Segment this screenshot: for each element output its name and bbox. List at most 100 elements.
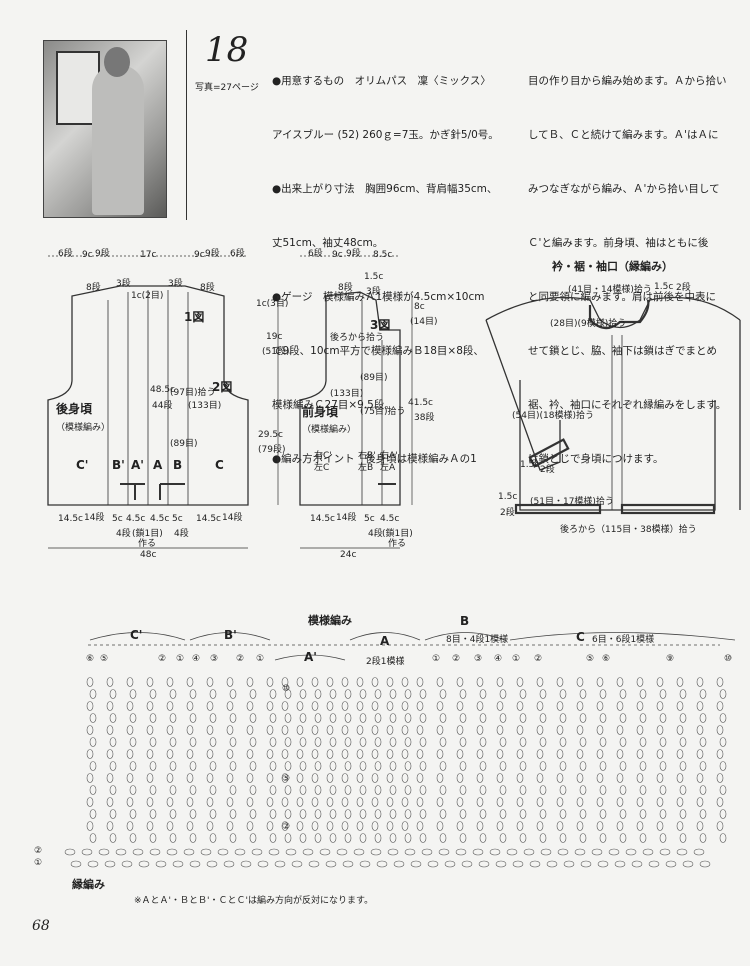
- row-number-label: ②: [282, 822, 291, 832]
- stitch-symbol: [719, 833, 727, 843]
- back-top-dim: 9c: [82, 250, 93, 260]
- mid-dim: (89目): [170, 439, 198, 449]
- stitch-symbol: [344, 713, 352, 723]
- bottom-dim: 14段: [222, 513, 243, 523]
- stitch-symbol: [356, 797, 364, 807]
- edge-stitch-symbol: [410, 860, 422, 868]
- edge-stitch-symbol: [359, 860, 371, 868]
- stitch-symbol: [404, 785, 412, 795]
- edge-stitch-symbol: [217, 848, 229, 856]
- stitch-symbol: [371, 749, 379, 759]
- stitch-symbol: [719, 713, 727, 723]
- stitch-symbol: [249, 785, 257, 795]
- stitch-symbol: [374, 809, 382, 819]
- stitch-symbol: [389, 833, 397, 843]
- stitch-symbol: [699, 785, 707, 795]
- edge-stitch-symbol: [138, 860, 150, 868]
- stitch-symbol: [109, 689, 117, 699]
- stitch-symbol: [314, 809, 322, 819]
- stitch-symbol: [579, 689, 587, 699]
- instruction-line: と同要領に編みます。肩は前後を中表に: [528, 291, 716, 303]
- stitch-symbol: [359, 689, 367, 699]
- stitch-symbol: [696, 773, 704, 783]
- front-bottom-dim: 4.5c: [380, 514, 400, 524]
- stitch-symbol: [344, 689, 352, 699]
- stitch-symbol: [326, 821, 334, 831]
- front-right-dim: 38段: [414, 413, 435, 423]
- stitch-symbol: [249, 761, 257, 771]
- edge-stitch-symbol: [574, 848, 586, 856]
- pattern-number: 18: [205, 30, 249, 70]
- stitch-symbol: [329, 689, 337, 699]
- bottom-dim: 14.5c: [196, 514, 221, 524]
- stitch-symbol: [576, 749, 584, 759]
- edge-stitch-symbol: [240, 860, 252, 868]
- row-number-label: ⑤: [100, 654, 109, 664]
- stitch-symbol: [209, 833, 217, 843]
- row-number-label: ⑩: [724, 654, 733, 664]
- stitch-symbol: [371, 725, 379, 735]
- stitch-symbol: [536, 821, 544, 831]
- stitch-symbol: [519, 833, 527, 843]
- stitch-symbol: [209, 761, 217, 771]
- stitch-symbol: [579, 713, 587, 723]
- stitch-symbol: [126, 749, 134, 759]
- edge-stitch-symbol: [353, 848, 365, 856]
- stitch-symbol: [616, 677, 624, 687]
- edge-stitch-symbol: [115, 848, 127, 856]
- edging-collar: (41目・14模様)拾う: [568, 285, 652, 295]
- stitch-symbol: [329, 737, 337, 747]
- stitch-symbol: [189, 833, 197, 843]
- stitch-symbol: [679, 809, 687, 819]
- stitch-symbol: [329, 713, 337, 723]
- stitch-symbol: [436, 797, 444, 807]
- stitch-symbol: [439, 761, 447, 771]
- stitch-symbol: [599, 689, 607, 699]
- edge-stitch-symbol: [98, 848, 110, 856]
- row-number-label: ⑨: [666, 654, 675, 664]
- stitch-symbol: [699, 761, 707, 771]
- center-dim: 29.5c: [258, 430, 283, 440]
- stitch-symbol: [149, 785, 157, 795]
- stitch-symbol: [559, 761, 567, 771]
- stitch-symbol: [496, 773, 504, 783]
- stitch-symbol: [416, 725, 424, 735]
- stitch-symbol: [386, 701, 394, 711]
- edge-stitch-symbol: [342, 860, 354, 868]
- pattern-group: B: [460, 614, 470, 628]
- stitch-symbol: [636, 677, 644, 687]
- stitch-symbol: [299, 809, 307, 819]
- front-top-dim: 8.5c: [373, 250, 393, 260]
- stitch-symbol: [479, 689, 487, 699]
- back-mark: 3段: [116, 279, 131, 289]
- stitch-symbol: [341, 773, 349, 783]
- instruction-line: みつなぎながら編み、Ａ'から拾い目して: [528, 183, 720, 195]
- stitch-symbol: [659, 785, 667, 795]
- back-top-dim: 9段: [205, 249, 220, 259]
- figure-1-label: 1図: [184, 310, 205, 324]
- stitch-symbol: [146, 677, 154, 687]
- stitch-symbol: [636, 773, 644, 783]
- edge-stitch-symbol: [523, 848, 535, 856]
- stitch-symbol: [419, 761, 427, 771]
- front-top-dim: 3段: [366, 287, 381, 297]
- back-mark: 8段: [200, 283, 215, 293]
- stitch-symbol: [149, 689, 157, 699]
- edge-label: 縁編み: [72, 878, 105, 891]
- stitch-symbol: [359, 761, 367, 771]
- stitch-symbol: [299, 737, 307, 747]
- stitch-symbol: [249, 737, 257, 747]
- stitch-symbol: [556, 701, 564, 711]
- stitch-symbol: [639, 809, 647, 819]
- stitch-symbol: [556, 773, 564, 783]
- stitch-symbol: [296, 701, 304, 711]
- edge-stitch-symbol: [104, 860, 116, 868]
- edge-stitch-symbol: [370, 848, 382, 856]
- stitch-symbol: [436, 701, 444, 711]
- stitch-symbol: [129, 737, 137, 747]
- row-number-label: ①: [176, 654, 185, 664]
- stitch-symbol: [281, 677, 289, 687]
- stitch-symbol: [499, 785, 507, 795]
- stitch-symbol: [636, 725, 644, 735]
